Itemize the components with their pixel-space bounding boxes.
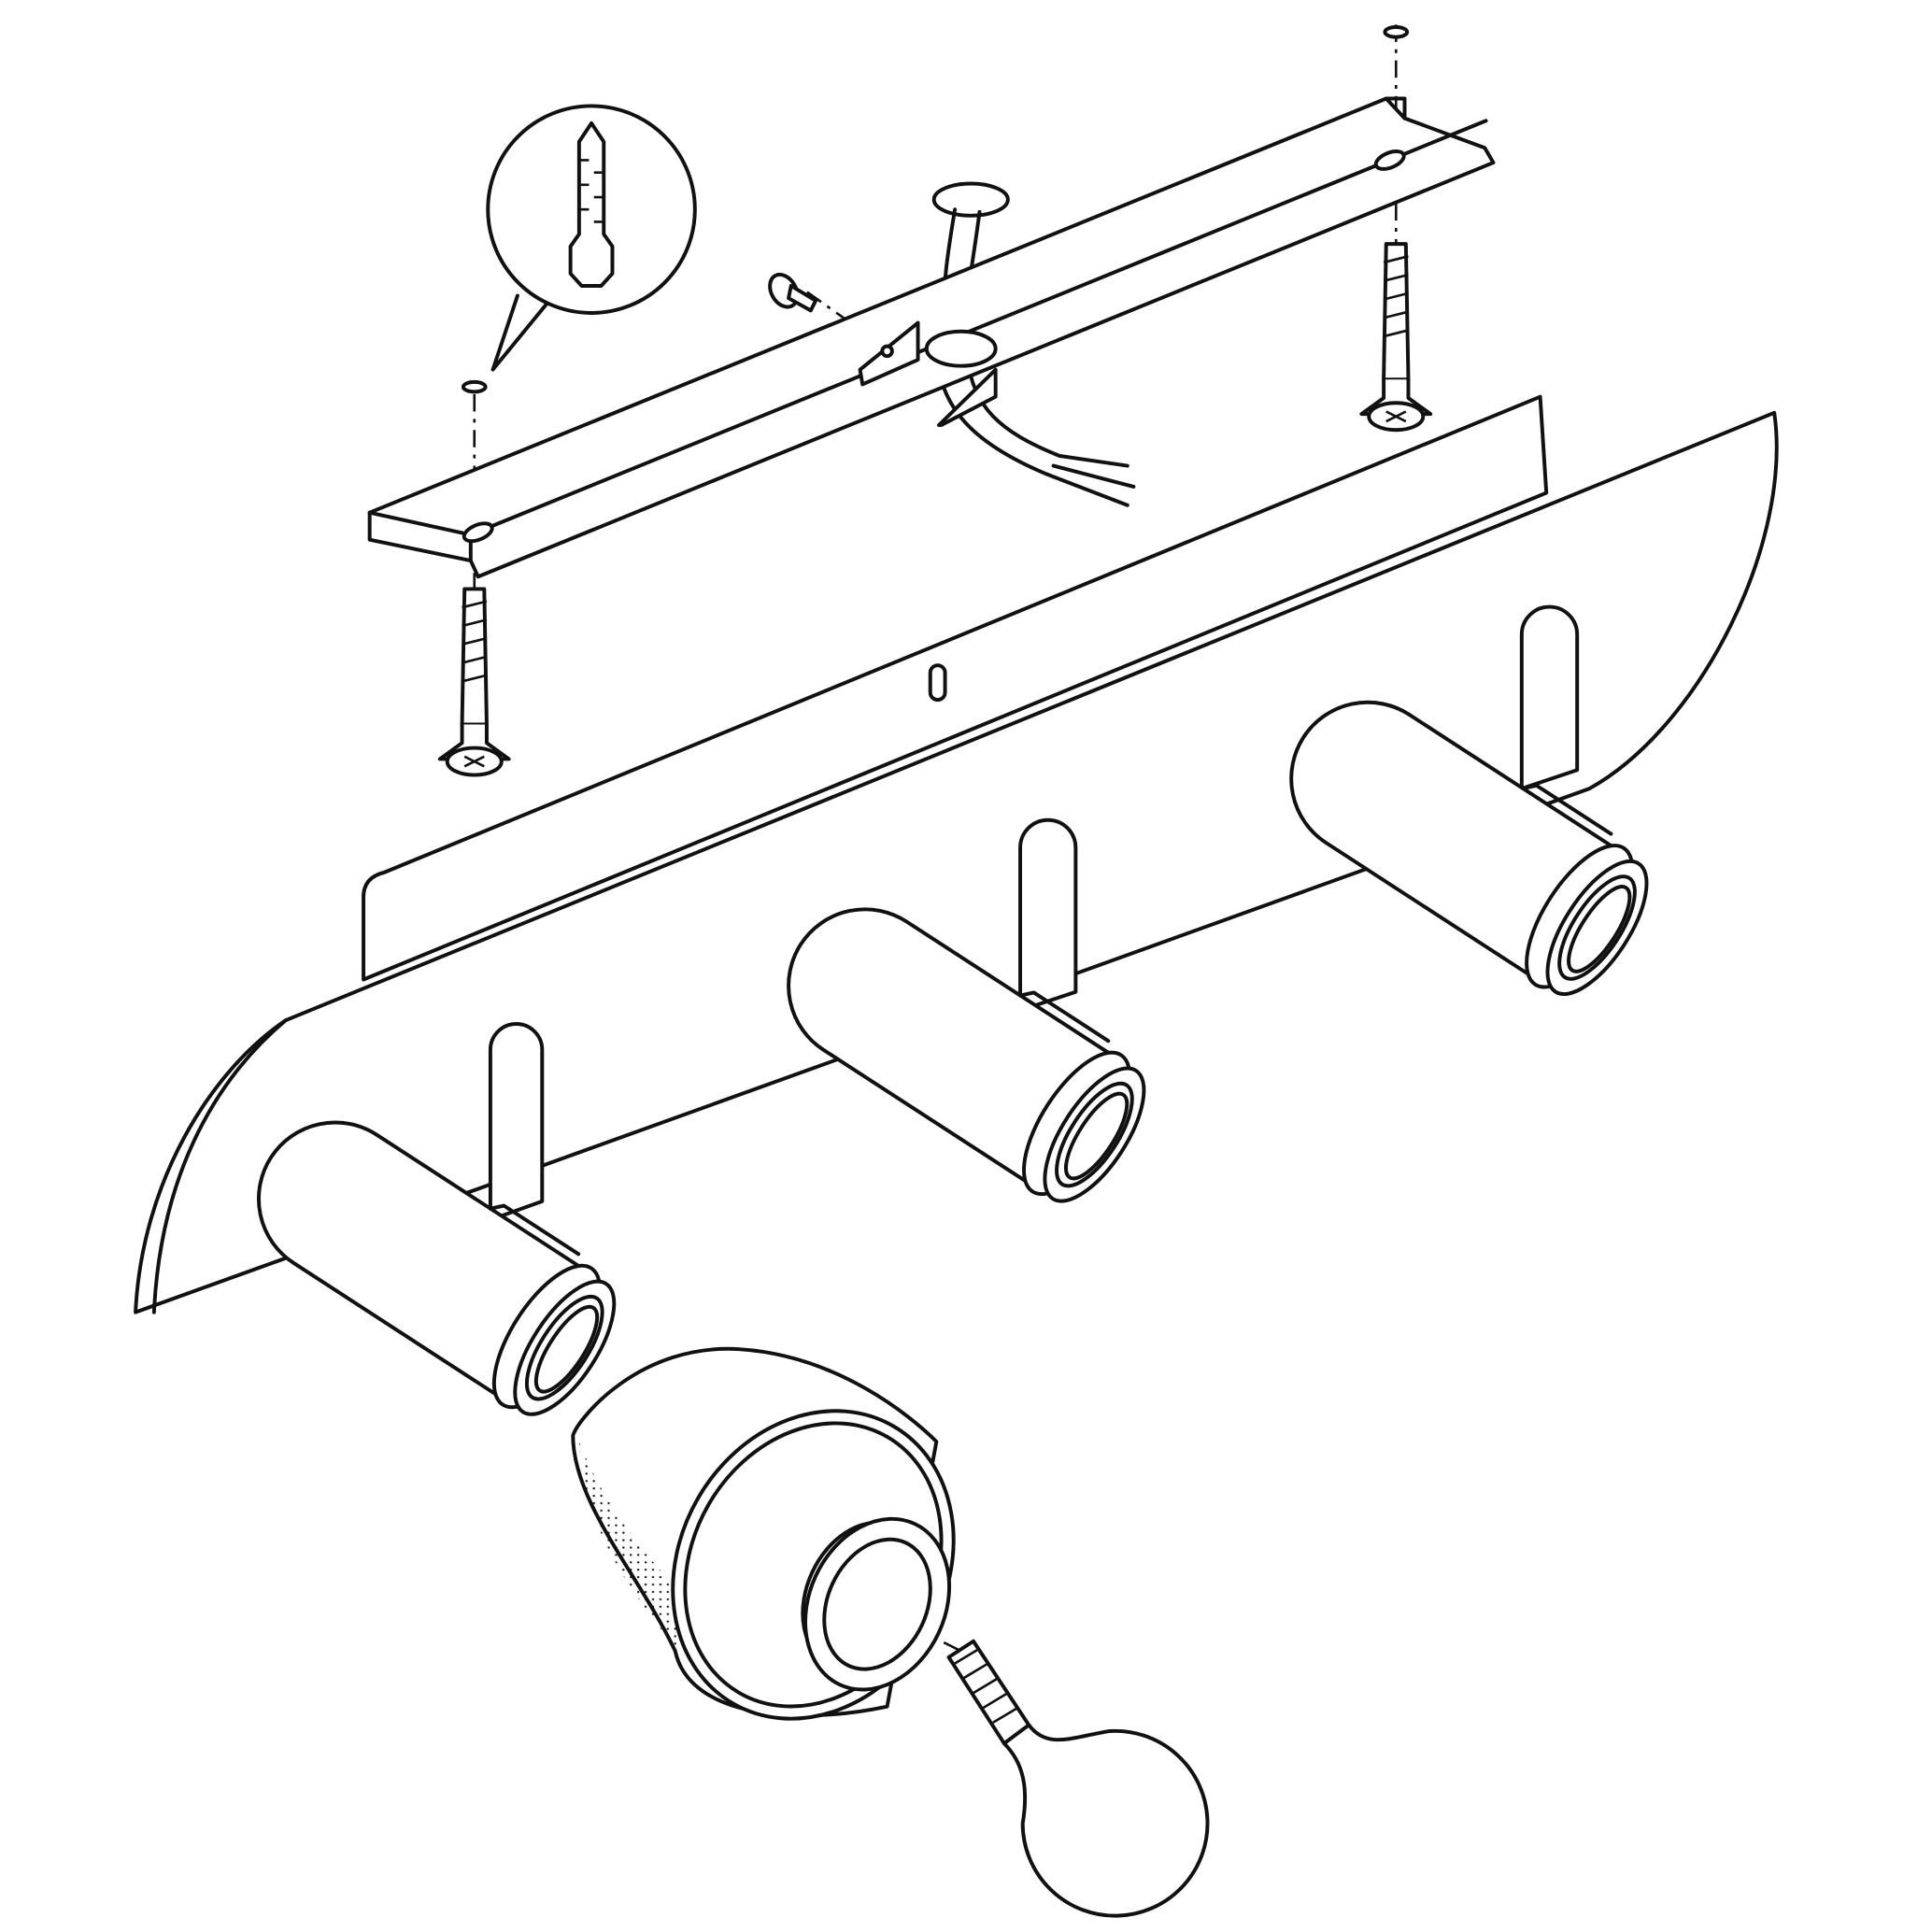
screw-left <box>437 587 511 777</box>
washer-left <box>461 379 488 394</box>
socket-ring <box>801 1516 952 1692</box>
backplate <box>134 394 1779 1314</box>
light-bulb <box>946 1639 1210 1918</box>
screw-right <box>1359 242 1433 433</box>
mounting-bracket <box>367 96 1496 579</box>
washer-right <box>1383 25 1410 39</box>
spot-arms <box>488 604 1580 1222</box>
ground-screw <box>768 272 818 313</box>
wall-plug-callout <box>486 104 697 372</box>
